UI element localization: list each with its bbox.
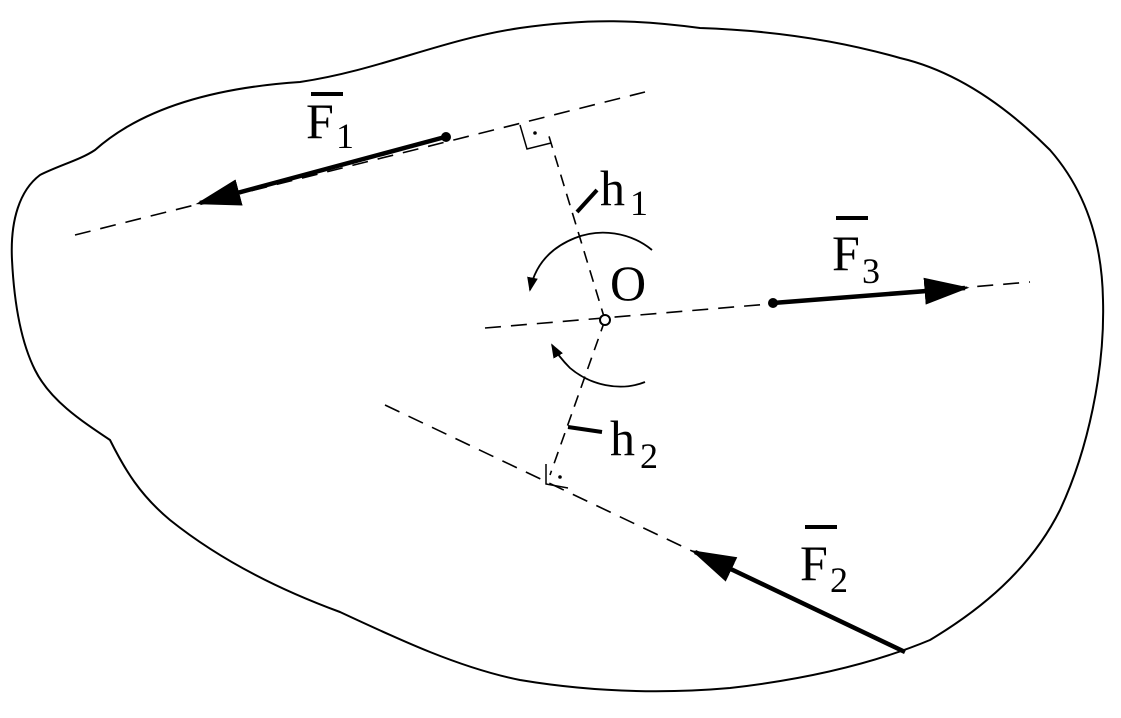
label-f2-main: F — [800, 535, 828, 591]
label-h2: h 2 — [610, 410, 658, 476]
right-angle-marker-1 — [519, 124, 552, 150]
force-f2-vector — [690, 549, 906, 655]
label-f2: F 2 — [800, 525, 848, 600]
body-outline — [10, 20, 1105, 693]
label-h1-sub: 1 — [630, 183, 648, 223]
point-o-marker — [599, 314, 611, 326]
moment-arc-upper — [527, 231, 653, 292]
label-f1-sub: 1 — [336, 116, 354, 156]
h1-leader — [575, 188, 599, 214]
label-o: O — [610, 255, 646, 311]
arm-h1-line — [547, 132, 606, 321]
label-f1: F 1 — [306, 92, 354, 156]
force-f3-vector — [768, 277, 970, 308]
label-f3-main: F — [832, 225, 860, 281]
label-h1-main: h — [600, 160, 625, 216]
label-f3: F 3 — [832, 216, 880, 291]
line-of-action-f1 — [74, 91, 646, 236]
label-h2-sub: 2 — [640, 436, 658, 476]
label-o-text: O — [610, 255, 646, 311]
right-angle-marker-2 — [545, 464, 569, 489]
label-f3-sub: 3 — [862, 251, 880, 291]
label-h1: h 1 — [600, 160, 648, 223]
label-f2-sub: 2 — [830, 560, 848, 600]
arm-h2-line — [549, 319, 606, 476]
force-f1-vector — [195, 132, 451, 206]
moment-arc-lower — [551, 343, 646, 388]
label-f1-main: F — [306, 93, 334, 149]
label-h2-main: h — [610, 410, 635, 466]
h2-leader — [567, 425, 603, 434]
